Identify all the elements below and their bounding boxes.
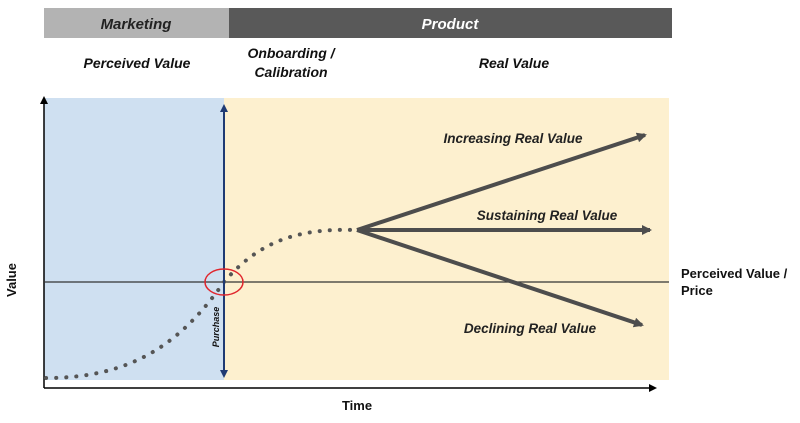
phase-onboarding-line1: Onboarding / xyxy=(247,45,336,61)
phase-onboarding-line2: Calibration xyxy=(254,64,327,80)
product-region xyxy=(224,98,669,380)
phase-real-value: Real Value xyxy=(479,55,550,71)
sustaining-label: Sustaining Real Value xyxy=(477,208,618,223)
purchase-label: Purchase xyxy=(211,307,221,348)
product-header-label: Product xyxy=(422,16,480,33)
increasing-label: Increasing Real Value xyxy=(443,131,583,146)
marketing-region xyxy=(44,98,224,380)
product-header-bar xyxy=(229,8,672,38)
declining-label: Declining Real Value xyxy=(464,321,597,336)
x-axis-label: Time xyxy=(342,398,372,413)
marketing-header-bar xyxy=(44,8,229,38)
purchase-point-circle xyxy=(204,268,244,296)
price-line-label-line2: Price xyxy=(681,283,713,298)
marketing-header-label: Marketing xyxy=(101,16,172,33)
price-line-label-line1: Perceived Value / xyxy=(681,266,788,281)
declining-arrow xyxy=(356,228,644,328)
phase-perceived-value: Perceived Value xyxy=(84,55,191,71)
y-axis-label: Value xyxy=(4,263,19,297)
increasing-arrow xyxy=(356,132,647,232)
